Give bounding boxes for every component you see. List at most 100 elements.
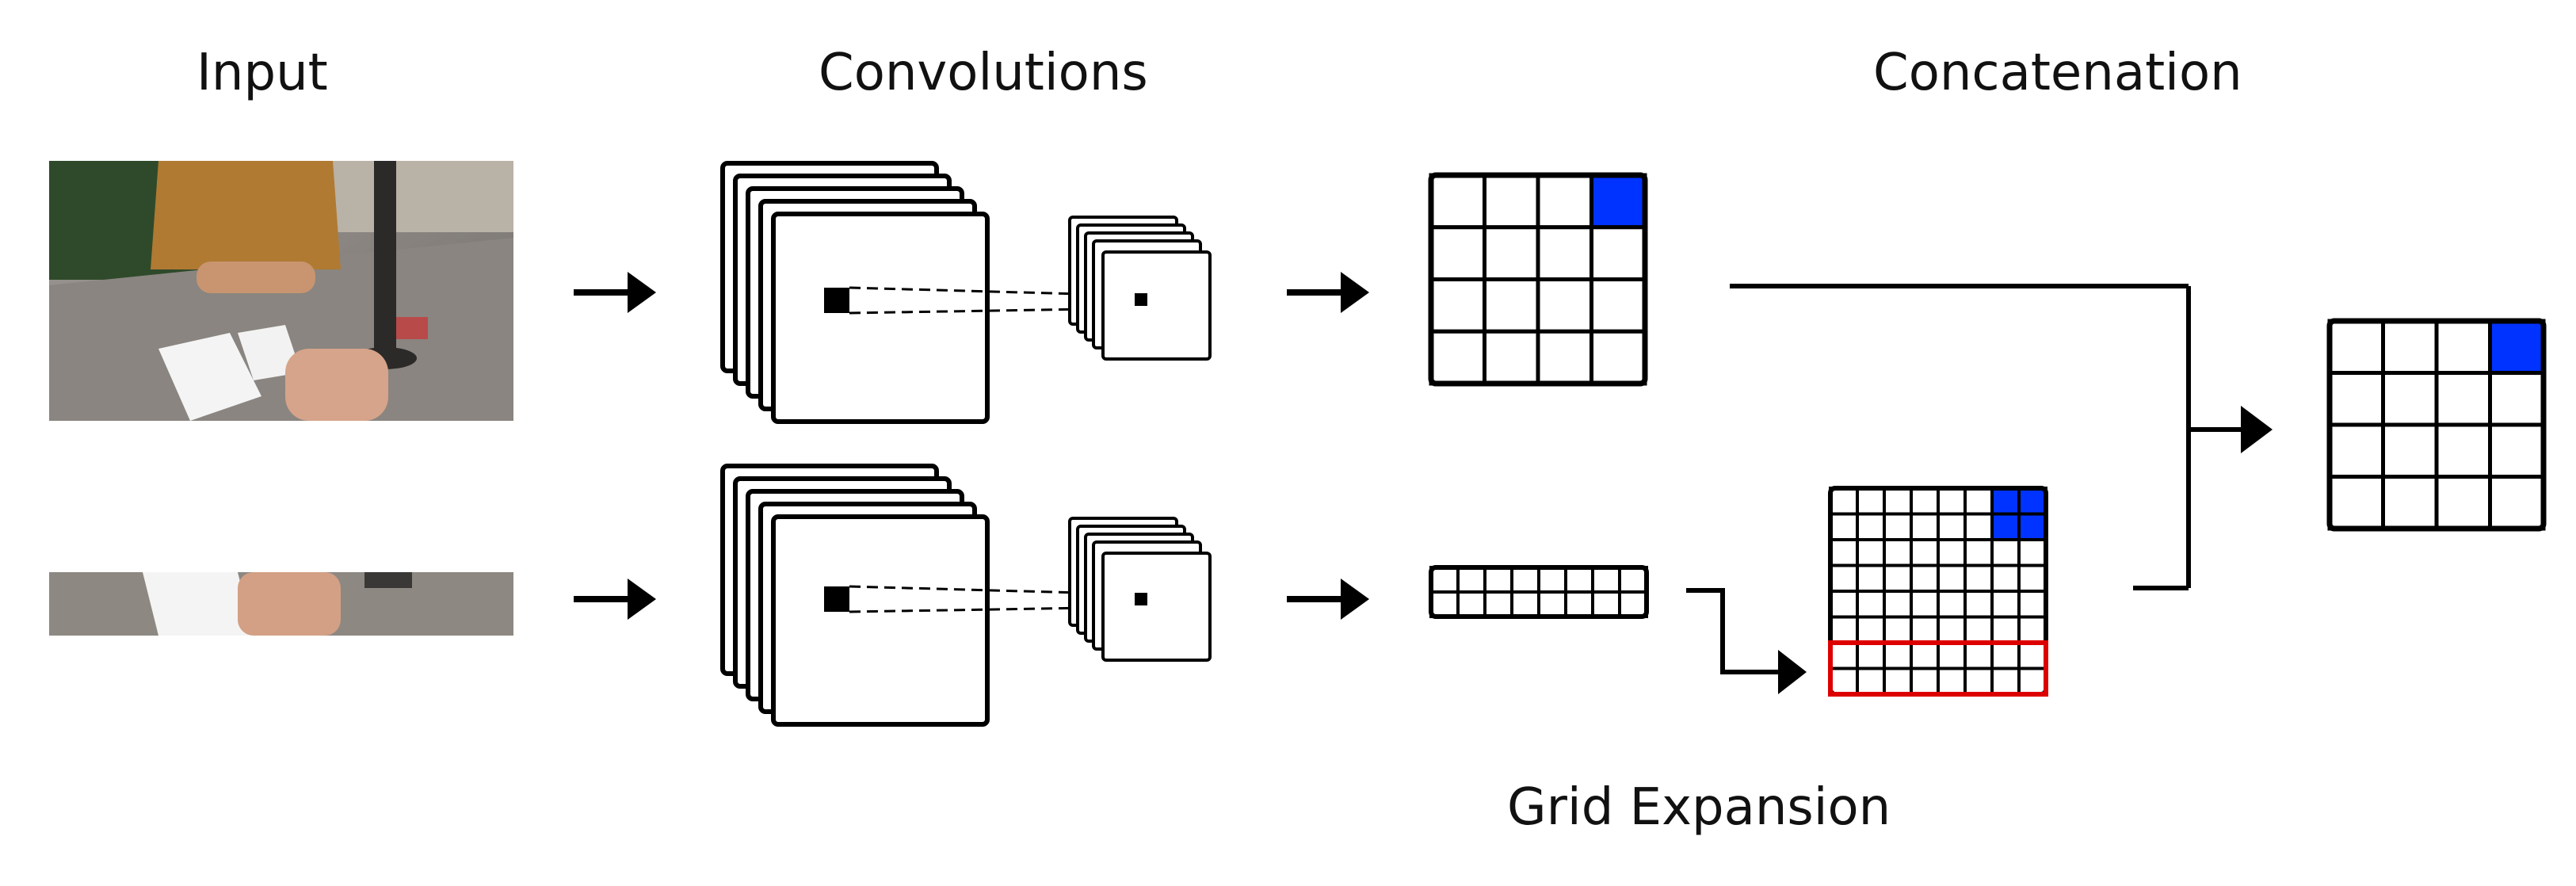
grid-cell xyxy=(1963,615,1994,644)
feature-map-stack-icon xyxy=(720,161,990,424)
grid-cell xyxy=(1618,590,1648,618)
feature-map-stack-icon xyxy=(720,464,990,727)
grid-cell xyxy=(2327,422,2385,479)
grid-cell xyxy=(1963,563,1994,593)
grid-cell xyxy=(1937,512,1967,541)
grid-cell xyxy=(1910,666,1940,696)
grid-cell xyxy=(1937,666,1967,696)
receptive-field-square xyxy=(824,586,849,612)
grid-cell xyxy=(1883,615,1913,644)
grid-cell xyxy=(1536,329,1593,386)
grid-cell xyxy=(1829,615,1859,644)
grid-cell xyxy=(2327,371,2385,427)
grid-cell xyxy=(1963,512,1994,541)
grid-cell xyxy=(1589,277,1647,334)
grid-cell xyxy=(1589,225,1647,281)
grid-cell xyxy=(1456,566,1486,594)
grid-cell xyxy=(2488,475,2546,531)
grid-cell xyxy=(1910,487,1940,516)
grid-cell xyxy=(1429,225,1486,281)
feature-map-stack-icon xyxy=(1068,517,1212,662)
grid-cell xyxy=(1829,538,1859,567)
grid-cell xyxy=(1829,563,1859,593)
right-arrow-icon xyxy=(1287,272,1369,313)
grid-cell xyxy=(1564,566,1594,594)
grid-border xyxy=(2326,318,2547,532)
grid-cell xyxy=(1883,487,1913,516)
grid-cell-highlighted xyxy=(1990,487,2021,516)
grid-cell xyxy=(1537,590,1567,618)
card-game-photo-strip xyxy=(49,572,513,636)
grid-cell xyxy=(1483,173,1540,230)
grid-cell xyxy=(1963,487,1994,516)
grid-cell xyxy=(1429,277,1486,334)
grid-cell xyxy=(1963,590,1994,619)
grid-cell xyxy=(1910,563,1940,593)
grid-cell xyxy=(1883,538,1913,567)
grid-cell xyxy=(1618,566,1648,594)
right-arrow-icon xyxy=(1287,579,1369,620)
grid-cell xyxy=(2381,475,2439,531)
grid-cell xyxy=(1990,538,2021,567)
concatenated-output-grid xyxy=(2326,318,2547,532)
grid-cell-highlighted xyxy=(2488,319,2546,375)
grid-cell xyxy=(1937,641,1967,670)
grid-cell xyxy=(1910,590,1940,619)
grid-cell xyxy=(1883,590,1913,619)
grid-cell xyxy=(1429,566,1460,594)
right-arrow-icon xyxy=(574,579,656,620)
grid-cell xyxy=(2327,319,2385,375)
grid-expansion-connector xyxy=(1686,588,1783,674)
grid-cell xyxy=(1963,666,1994,696)
grid-cell xyxy=(1937,563,1967,593)
grid-cell xyxy=(1856,590,1886,619)
grid-cell xyxy=(1591,590,1621,618)
grid-cell xyxy=(2381,422,2439,479)
grid-cell xyxy=(1536,277,1593,334)
grid-cell xyxy=(2017,590,2047,619)
grid-cell xyxy=(1829,641,1859,670)
grid-cell xyxy=(1990,666,2021,696)
grid-cell xyxy=(2488,371,2546,427)
grid-cell xyxy=(1856,512,1886,541)
card-game-photo-full xyxy=(49,161,513,421)
grid-cell xyxy=(1963,641,1994,670)
grid-cell xyxy=(1910,538,1940,567)
grid-cell xyxy=(2434,319,2492,375)
grid-cell xyxy=(1483,277,1540,334)
grid-cell xyxy=(1910,615,1940,644)
grid-cell xyxy=(1856,641,1886,670)
grid-border xyxy=(1429,565,1649,619)
grid-cell xyxy=(1483,225,1540,281)
grid-cell xyxy=(1883,666,1913,696)
grid-cell xyxy=(1910,512,1940,541)
grid-cell-highlighted xyxy=(1589,173,1647,230)
grid-cell xyxy=(2434,371,2492,427)
grid-cell-highlighted xyxy=(2017,512,2047,541)
grid-cell xyxy=(1937,615,1967,644)
grid-cell xyxy=(1856,538,1886,567)
grid-cell xyxy=(1990,615,2021,644)
grid-cell xyxy=(1429,329,1486,386)
grid-cell xyxy=(1589,329,1647,386)
grid-cell xyxy=(1429,590,1460,618)
grid-cell-highlighted xyxy=(2017,487,2047,516)
grid-cell xyxy=(1937,538,1967,567)
grid-cell xyxy=(1856,615,1886,644)
grid-cell xyxy=(1429,173,1486,230)
grid-cell xyxy=(1564,590,1594,618)
grid-cell xyxy=(1483,590,1513,618)
grid-border xyxy=(1428,172,1648,387)
grid-cell xyxy=(1910,641,1940,670)
right-arrow-icon xyxy=(574,272,656,313)
grid-cell xyxy=(2434,422,2492,479)
grid-cell xyxy=(2017,538,2047,567)
input-label: Input xyxy=(197,44,328,102)
bottom-output-strip-grid xyxy=(1429,565,1649,619)
grid-cell xyxy=(1937,487,1967,516)
grid-cell xyxy=(2381,319,2439,375)
concatenation-connector xyxy=(1730,284,2250,590)
grid-cell xyxy=(1483,329,1540,386)
